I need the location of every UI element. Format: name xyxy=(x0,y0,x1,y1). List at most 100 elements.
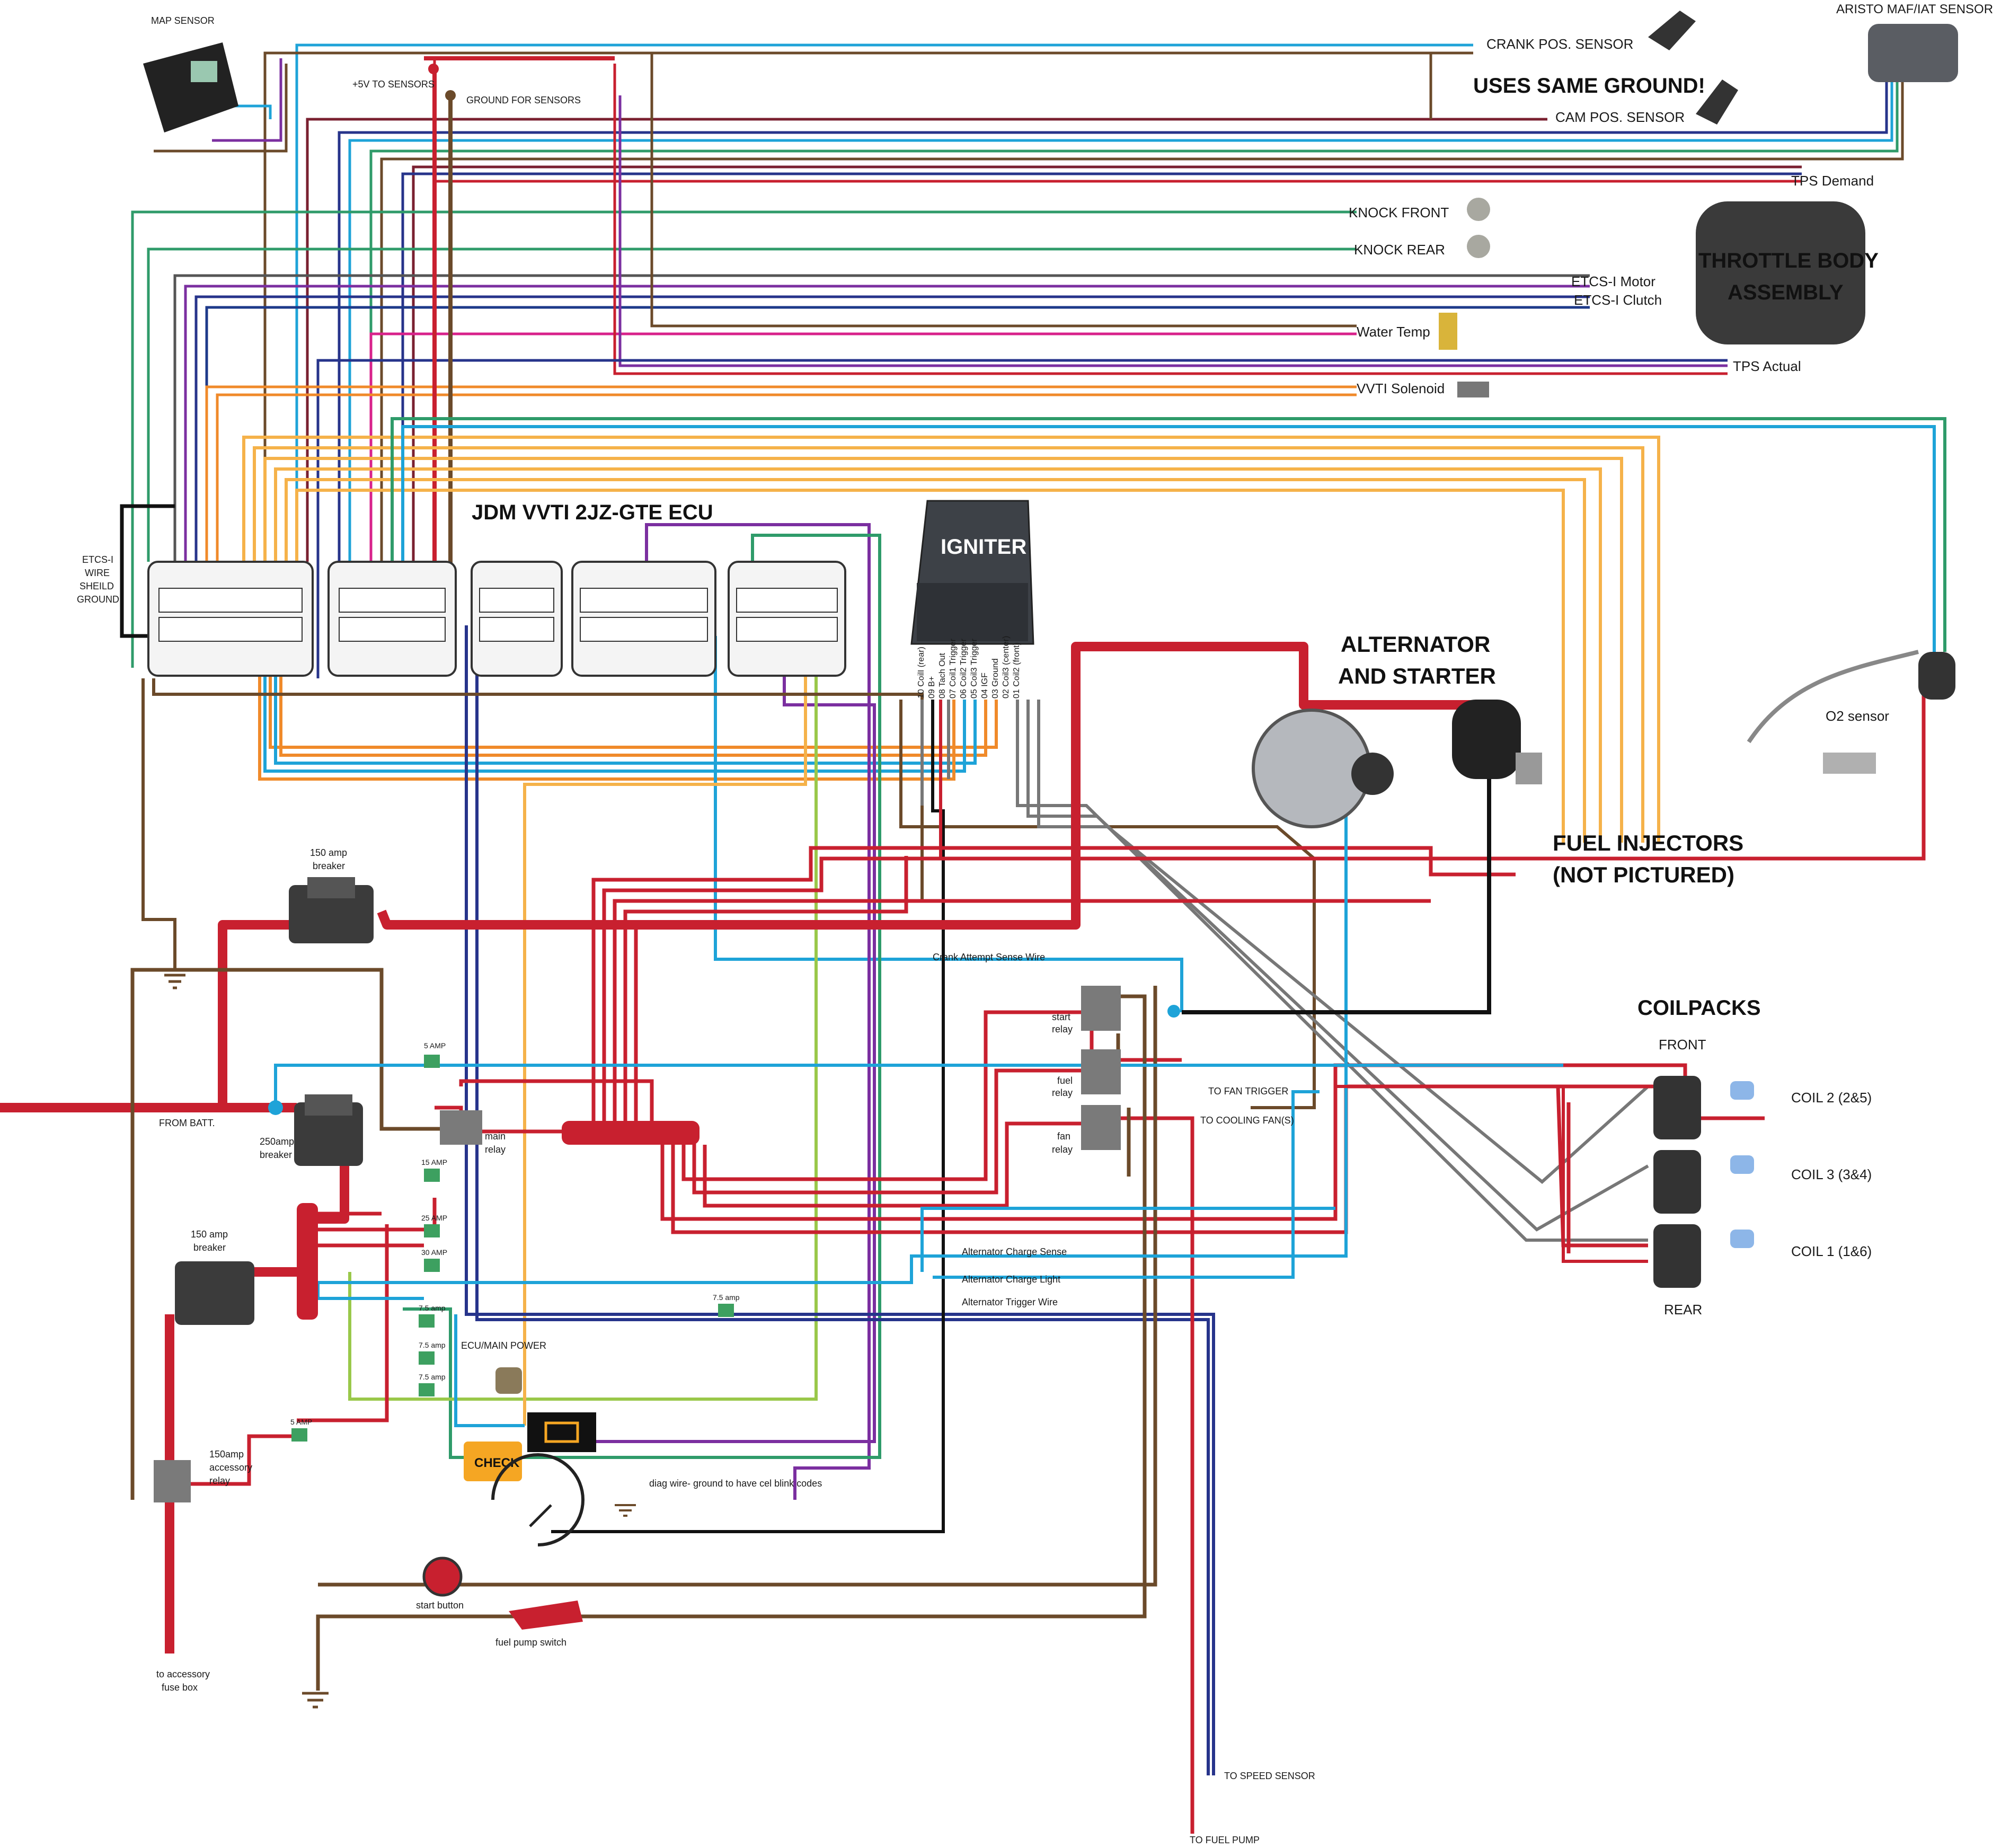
starter-black-wire xyxy=(1182,774,1491,1014)
svg-text:start button: start button xyxy=(416,1600,464,1611)
breaker-250[interactable] xyxy=(294,1094,363,1166)
wire-o2-blue xyxy=(401,425,1936,652)
wire-o2-green xyxy=(391,417,1946,652)
svg-text:ETCS-I: ETCS-I xyxy=(82,554,113,565)
igniter-title: IGNITER xyxy=(941,535,1026,559)
svg-text:Water Temp: Water Temp xyxy=(1357,324,1430,340)
accessory-relay[interactable] xyxy=(154,1460,191,1502)
svg-text:COIL 1 (1&6): COIL 1 (1&6) xyxy=(1791,1243,1872,1259)
svg-text:relay: relay xyxy=(485,1144,506,1155)
wire-map-2 xyxy=(212,58,282,142)
wire-tps-actual-3 xyxy=(316,359,1728,678)
wire-water-temp-brown xyxy=(650,53,1357,328)
svg-text:COILPACKS: COILPACKS xyxy=(1637,996,1761,1020)
cam-sensor-icon xyxy=(1696,79,1738,125)
svg-text:accessory: accessory xyxy=(209,1462,252,1473)
wire-tps-actual-1 xyxy=(613,64,1728,375)
wire-crank-brown xyxy=(263,51,1473,562)
svg-text:COIL 2 (2&5): COIL 2 (2&5) xyxy=(1791,1090,1872,1106)
fuel-pump-switch-icon[interactable] xyxy=(509,1601,583,1630)
maf-sensor-icon xyxy=(1868,24,1958,82)
svg-text:diag wire- ground to have cel: diag wire- ground to have cel blink code… xyxy=(649,1478,822,1489)
distribution-block-vertical xyxy=(297,1203,318,1320)
svg-text:250amp: 250amp xyxy=(260,1136,294,1147)
igniter[interactable]: IGNITER xyxy=(910,500,1034,645)
svg-text:GROUND: GROUND xyxy=(77,594,119,605)
ground-wires xyxy=(130,968,1157,1691)
wire-maf-3 xyxy=(369,64,1899,562)
starter-motor-icon xyxy=(1452,700,1542,784)
ecu-main-power-icon xyxy=(495,1367,522,1394)
svg-text:TO COOLING FAN(S): TO COOLING FAN(S) xyxy=(1200,1115,1294,1126)
breaker-150-top[interactable] xyxy=(289,877,374,943)
svg-text:COIL 3 (3&4): COIL 3 (3&4) xyxy=(1791,1166,1872,1182)
svg-text:relay: relay xyxy=(1052,1144,1073,1155)
crank-sense-splice xyxy=(1167,1005,1180,1018)
svg-text:USES SAME GROUND!: USES SAME GROUND! xyxy=(1473,74,1705,98)
tachometer-icon xyxy=(491,1453,585,1546)
svg-text:fuel: fuel xyxy=(1057,1075,1073,1086)
knock-sensor-icons xyxy=(1467,198,1490,258)
wire-knock-rear xyxy=(147,247,1357,562)
svg-text:KNOCK REAR: KNOCK REAR xyxy=(1354,242,1445,258)
svg-text:fan: fan xyxy=(1057,1131,1070,1142)
igniter-pin-labels: 10 CoilI (rear) 09 B+ 08 Tach Out 07 Coi… xyxy=(917,636,1021,698)
sensor-rails xyxy=(424,56,615,636)
start-button-icon[interactable] xyxy=(422,1557,463,1597)
wire-knock-front xyxy=(131,210,1357,668)
wire-map-3 xyxy=(154,64,288,153)
svg-text:CRANK POS. SENSOR: CRANK POS. SENSOR xyxy=(1486,36,1633,52)
svg-text:TPS Actual: TPS Actual xyxy=(1733,358,1801,374)
wire-maf-4 xyxy=(380,64,1904,562)
svg-text:25 AMP: 25 AMP xyxy=(421,1214,447,1222)
water-temp-sensor-icon xyxy=(1439,313,1457,350)
breaker-150-low[interactable] xyxy=(175,1261,254,1325)
svg-text:7.5 amp: 7.5 amp xyxy=(419,1341,446,1349)
wire-etcs-motor-2 xyxy=(184,285,1590,562)
svg-text:10 CoilI (rear): 10 CoilI (rear) xyxy=(917,647,926,698)
vvti-solenoid-icon xyxy=(1457,382,1489,397)
wire-maf-2 xyxy=(348,64,1893,562)
svg-text:Alternator Charge Light: Alternator Charge Light xyxy=(962,1274,1060,1285)
coilpack-icons xyxy=(1653,1076,1754,1288)
svg-text:breaker: breaker xyxy=(260,1150,292,1160)
svg-text:start: start xyxy=(1052,1012,1070,1022)
svg-text:relay: relay xyxy=(1052,1024,1073,1034)
svg-text:09 B+: 09 B+ xyxy=(927,676,936,698)
svg-text:150amp: 150amp xyxy=(209,1449,244,1460)
svg-text:to accessory: to accessory xyxy=(156,1669,210,1679)
battery-light-icon xyxy=(527,1412,596,1452)
wire-water-temp xyxy=(369,332,1357,562)
distribution-block-horizontal xyxy=(562,1121,700,1145)
wire-cam-maroon xyxy=(306,118,1547,562)
svg-text:ASSEMBLY: ASSEMBLY xyxy=(1728,281,1844,304)
svg-text:01 Coil2 (front): 01 Coil2 (front) xyxy=(1012,642,1021,698)
diag-ground-icon xyxy=(615,1504,636,1517)
wire-crank-blue xyxy=(295,43,1473,562)
svg-text:TO FAN TRIGGER: TO FAN TRIGGER xyxy=(1208,1086,1288,1097)
svg-text:5 AMP: 5 AMP xyxy=(424,1041,446,1050)
svg-text:fuel pump switch: fuel pump switch xyxy=(495,1637,566,1648)
throttle-body-icon xyxy=(1696,201,1865,344)
svg-text:GROUND FOR SENSORS: GROUND FOR SENSORS xyxy=(466,95,581,105)
blue-signal-wires xyxy=(274,816,1563,1427)
svg-text:fuse box: fuse box xyxy=(162,1682,198,1693)
igniter-pins xyxy=(551,700,950,1533)
relays[interactable] xyxy=(1081,986,1121,1150)
svg-text:06 Coil2 Trigger: 06 Coil2 Trigger xyxy=(959,638,968,698)
svg-text:CAM POS. SENSOR: CAM POS. SENSOR xyxy=(1555,109,1685,125)
svg-text:03 Ground: 03 Ground xyxy=(991,658,1000,698)
svg-text:MAP SENSOR: MAP SENSOR xyxy=(151,15,215,26)
o2-sensor-icon xyxy=(1747,650,1955,774)
svg-text:relay: relay xyxy=(209,1475,230,1486)
svg-text:05 Coil3 Trigger: 05 Coil3 Trigger xyxy=(970,638,979,698)
coil-power-wires xyxy=(1335,1085,1648,1263)
svg-text:Alternator Charge Sense: Alternator Charge Sense xyxy=(962,1246,1067,1257)
svg-text:TPS Demand: TPS Demand xyxy=(1791,173,1874,189)
main-relay[interactable] xyxy=(440,1110,482,1145)
svg-text:08 Tach Out: 08 Tach Out xyxy=(938,652,947,698)
svg-text:Alternator Trigger Wire: Alternator Trigger Wire xyxy=(962,1297,1058,1307)
svg-text:REAR: REAR xyxy=(1664,1302,1702,1318)
fuses[interactable] xyxy=(291,1055,734,1442)
svg-text:150 amp: 150 amp xyxy=(310,847,347,858)
